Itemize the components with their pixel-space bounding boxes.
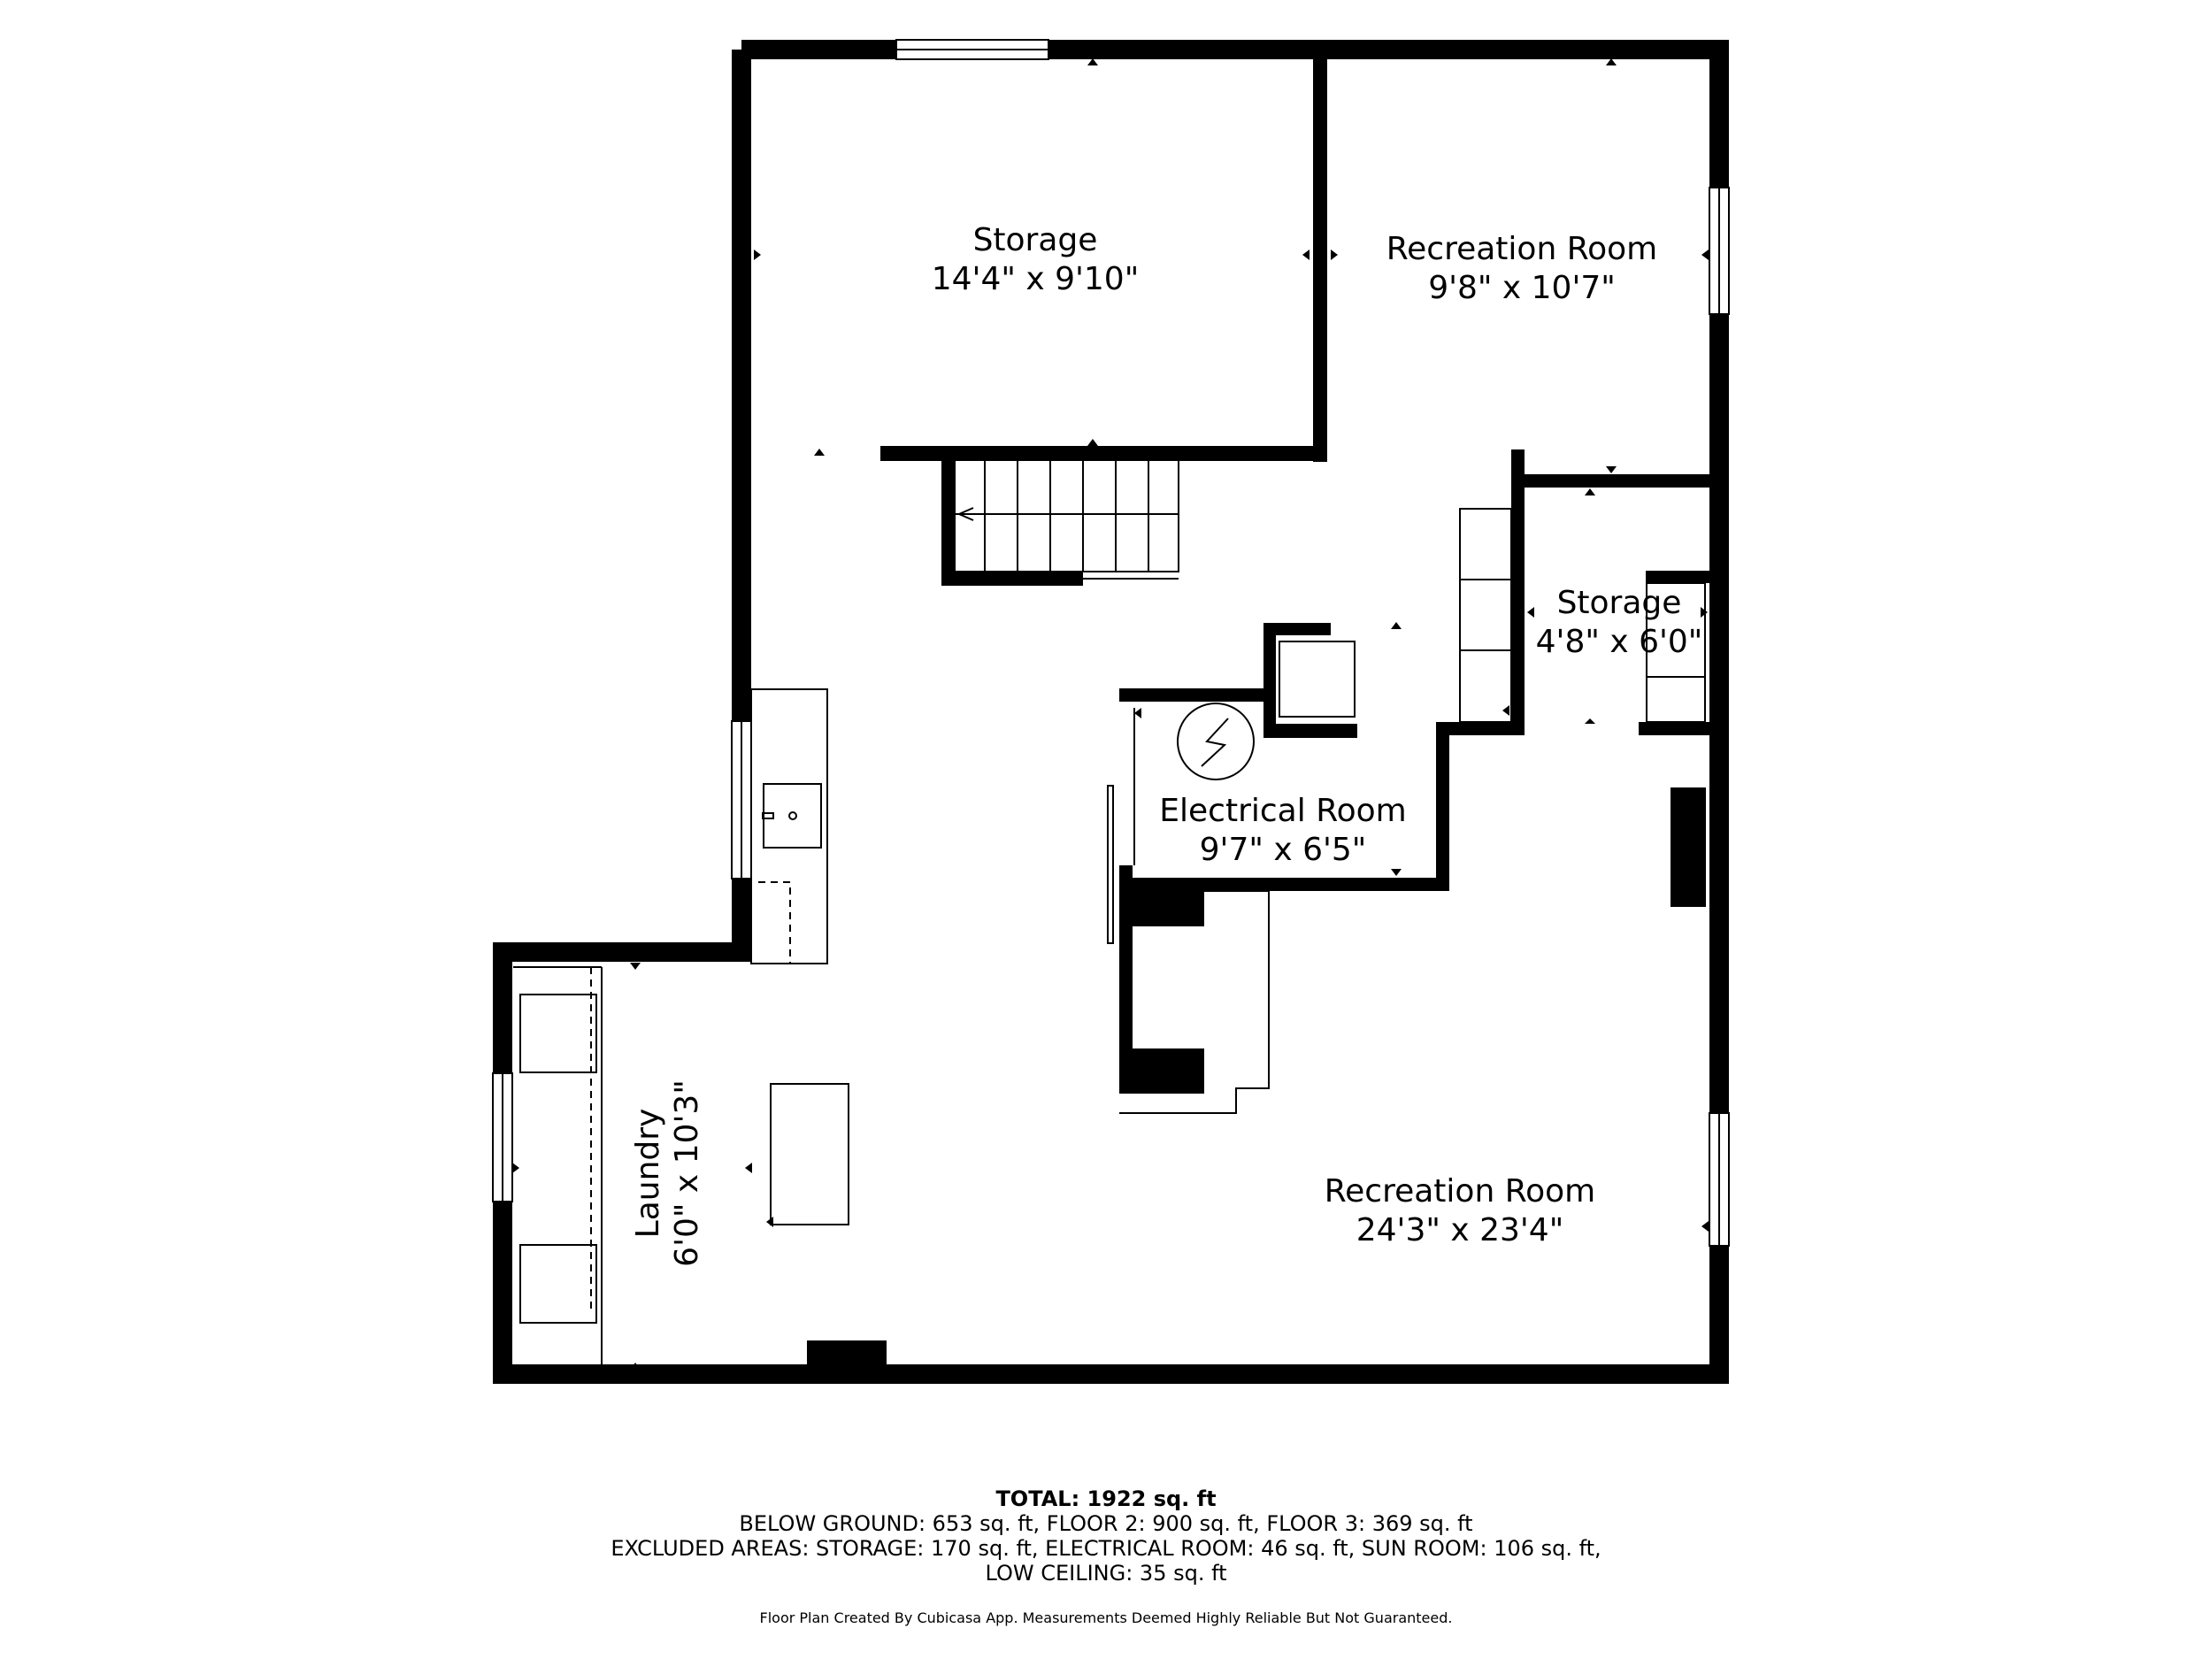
wall-stair-left [941, 457, 955, 586]
room-label-rec-large: Recreation Room 24'3" x 23'4" [1292, 1172, 1628, 1250]
water-heater [1177, 703, 1255, 780]
area-breakdown-line-1: BELOW GROUND: 653 sq. ft, FLOOR 2: 900 s… [739, 1511, 1473, 1536]
room-label-rec-small: Recreation Room 9'8" x 10'7" [1371, 230, 1672, 308]
wall-furnace-bottom [1263, 724, 1357, 738]
room-dims: 9'8" x 10'7" [1428, 270, 1616, 306]
area-breakdown-line-3: LOW CEILING: 35 sq. ft [985, 1561, 1227, 1586]
room-name: Electrical Room [1159, 793, 1407, 829]
exterior-walls [493, 40, 1729, 1384]
wall-electrical-right [1436, 722, 1449, 891]
room-label-storage-main: Storage 14'4" x 9'10" [911, 221, 1159, 299]
block-electrical-b [1119, 1048, 1204, 1094]
room-label-laundry: Laundry 6'0" x 10'3" [629, 1049, 707, 1297]
laundry-table [770, 1083, 849, 1225]
area-breakdown-line-2: EXCLUDED AREAS: STORAGE: 170 sq. ft, ELE… [611, 1536, 1601, 1561]
room-label-electrical: Electrical Room 9'7" x 6'5" [1141, 792, 1425, 870]
wall-stair-bottom [941, 572, 1083, 586]
furnace [1279, 641, 1356, 718]
wall-storage-small-inner [1646, 571, 1719, 583]
markers [512, 58, 1709, 1370]
room-name: Recreation Room [1386, 231, 1658, 267]
wall-electrical-left-stub [1119, 688, 1133, 702]
room-name: Storage [1556, 585, 1682, 621]
counter-electrical [1119, 890, 1270, 1114]
total-area: TOTAL: 1922 sq. ft [995, 1486, 1217, 1511]
block-electrical-a [1119, 878, 1204, 926]
room-dims: 24'3" x 23'4" [1356, 1212, 1564, 1248]
room-name: Storage [972, 222, 1098, 258]
interior-walls [807, 50, 1719, 1374]
room-dims: 4'8" x 6'0" [1535, 624, 1703, 660]
washer [519, 994, 597, 1073]
room-dims: 6'0" x 10'3" [669, 1079, 705, 1267]
wall-electrical-top [1119, 688, 1268, 702]
door-electrical [1107, 785, 1114, 944]
wall-storage-small-bottom-a [1436, 722, 1525, 735]
room-label-storage-small: Storage 4'8" x 6'0" [1531, 584, 1708, 662]
wall-storage-small-top [1511, 474, 1719, 488]
sink [763, 783, 822, 849]
wall-furnace-left [1263, 623, 1276, 738]
wall-furnace-top [1263, 623, 1331, 635]
shelving-a [1459, 508, 1512, 723]
dryer [519, 1244, 597, 1324]
room-name: Laundry [630, 1108, 666, 1239]
room-name: Recreation Room [1324, 1173, 1596, 1210]
block-rec-right [1671, 787, 1706, 907]
windows [492, 39, 1730, 1247]
wall-storage-rec [1313, 50, 1327, 462]
fixtures [513, 508, 1706, 1364]
wall-storage-small-bottom-b [1639, 722, 1719, 735]
exterior-wall-outline [493, 40, 1729, 1384]
shelving-b [1646, 582, 1706, 723]
stairs [954, 456, 1179, 580]
vanity-counter [750, 688, 828, 964]
room-dims: 14'4" x 9'10" [931, 261, 1140, 297]
wall-storage-small-left [1511, 449, 1525, 734]
room-dims: 9'7" x 6'5" [1199, 832, 1367, 868]
block-bottom-wall [807, 1340, 887, 1374]
credit-note: Floor Plan Created By Cubicasa App. Meas… [759, 1609, 1453, 1626]
